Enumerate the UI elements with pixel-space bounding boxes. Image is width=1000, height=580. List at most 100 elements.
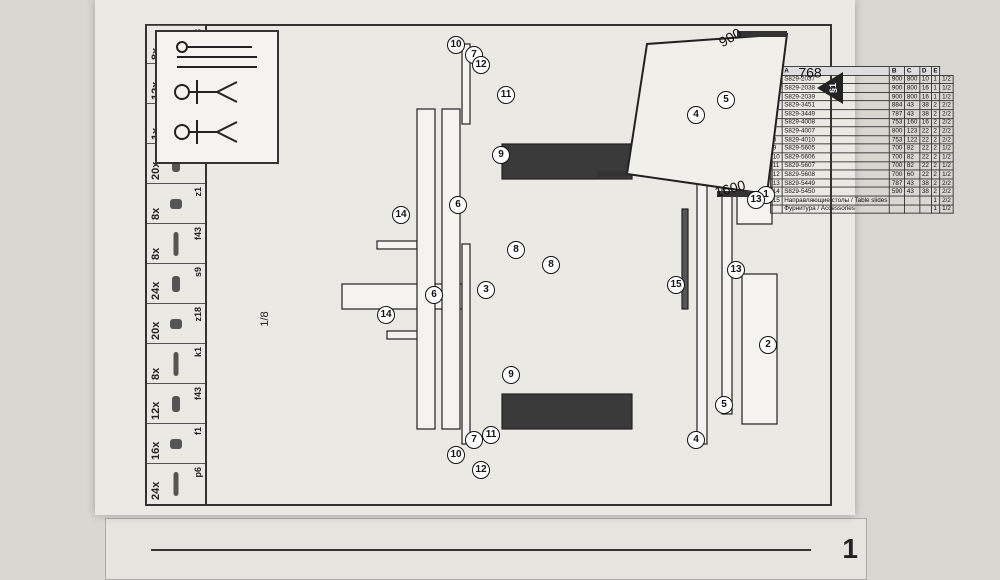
- table-cell: 753: [889, 135, 905, 145]
- table-cell: 2: [931, 109, 940, 119]
- table-cell: 2: [931, 170, 940, 179]
- table-cell: 700: [889, 170, 905, 179]
- table-cell: 1/2: [939, 83, 954, 93]
- table-cell: 1: [931, 92, 940, 101]
- table-cell: 2/2: [939, 109, 954, 119]
- part-callout: 10: [447, 36, 465, 54]
- part-callout: 5: [717, 91, 735, 109]
- table-cell: 122: [904, 135, 920, 145]
- table-cell: 2: [931, 100, 940, 110]
- table-cell: 1: [931, 195, 940, 205]
- part-callout: 3: [477, 281, 495, 299]
- table-cell: [919, 195, 932, 205]
- tools-icon: [174, 41, 257, 144]
- part-callout: 15: [667, 276, 685, 294]
- tools-box: [155, 30, 279, 164]
- table-cell: 43: [904, 100, 920, 110]
- table-cell: 2/2: [939, 126, 954, 136]
- part-callout: 12: [472, 56, 490, 74]
- table-cell: 900: [889, 75, 905, 84]
- table-cell: 2: [931, 118, 940, 127]
- table-cell: 82: [904, 152, 920, 162]
- part-callout: 5: [715, 396, 733, 414]
- table-cell: 38: [919, 178, 932, 188]
- table-cell: 22: [919, 144, 932, 153]
- warning-label: §1: [828, 83, 838, 94]
- part-callout: 12: [472, 461, 490, 479]
- part-callout: 14: [392, 206, 410, 224]
- table-cell: 22: [919, 126, 932, 136]
- part-14-bracket: [376, 240, 418, 250]
- table-cell: 43: [904, 178, 920, 188]
- part-callout: 9: [502, 366, 520, 384]
- table-cell: 2/2: [939, 135, 954, 145]
- part-12-rail: [461, 43, 471, 125]
- table-cell: 16: [919, 83, 932, 93]
- table-cell: [904, 195, 920, 205]
- table-cell: 1/2: [939, 204, 954, 214]
- table-cell: 123: [904, 126, 920, 136]
- table-cell: 800: [904, 75, 920, 84]
- part-6-side-panel: [416, 108, 436, 430]
- part-callout: 8: [507, 241, 525, 259]
- table-cell: 2: [931, 187, 940, 196]
- table-cell: 900: [889, 83, 905, 93]
- part-callout: 8: [542, 256, 560, 274]
- part-12-rail: [461, 243, 471, 445]
- part-callout: 9: [492, 146, 510, 164]
- table-cell: [889, 204, 905, 214]
- table-cell: 2: [931, 144, 940, 153]
- table-cell: 43: [904, 187, 920, 196]
- part-15-slide: [681, 208, 689, 310]
- table-cell: 16: [919, 118, 932, 127]
- table-cell: 590: [889, 187, 905, 196]
- desk-illustration: [597, 31, 789, 197]
- table-cell: [919, 204, 932, 214]
- table-cell: 2: [931, 126, 940, 136]
- table-cell: 82: [904, 144, 920, 153]
- table-cell: 787: [889, 178, 905, 188]
- table-cell: 1/2: [939, 75, 954, 84]
- part-callout: 13: [727, 261, 745, 279]
- part-callout: 6: [425, 286, 443, 304]
- part-callout: 6: [449, 196, 467, 214]
- table-cell: 2/2: [939, 187, 954, 196]
- part-callout: 13: [747, 191, 765, 209]
- table-cell: 2: [931, 161, 940, 171]
- table-cell: 43: [904, 109, 920, 119]
- table-cell: 1: [931, 83, 940, 93]
- table-cell: 800: [904, 92, 920, 101]
- table-header-cell: C: [904, 66, 920, 76]
- table-cell: 1/2: [939, 144, 954, 153]
- table-cell: 1/2: [939, 161, 954, 171]
- table-cell: 22: [919, 161, 932, 171]
- table-cell: 38: [919, 187, 932, 196]
- next-page-number: 1: [842, 533, 858, 564]
- table-header-cell: E: [931, 66, 940, 76]
- table-cell: 700: [889, 144, 905, 153]
- table-cell: 1/2: [939, 92, 954, 101]
- table-cell: [904, 204, 920, 214]
- table-cell: 700: [889, 161, 905, 171]
- table-cell: 2/2: [939, 100, 954, 110]
- part-callout: 10: [447, 446, 465, 464]
- part-callout: 4: [687, 431, 705, 449]
- table-cell: 16: [919, 92, 932, 101]
- table-cell: 2: [931, 135, 940, 145]
- table-cell: 787: [889, 109, 905, 119]
- table-cell: 800: [904, 83, 920, 93]
- table-cell: 1: [931, 204, 940, 214]
- table-cell: 10: [919, 75, 932, 84]
- table-cell: 38: [919, 109, 932, 119]
- table-cell: 700: [889, 152, 905, 162]
- table-cell: 38: [919, 100, 932, 110]
- table-cell: 2/2: [939, 118, 954, 127]
- table-cell: 884: [889, 100, 905, 110]
- part-callout: 11: [497, 86, 515, 104]
- part-callout: 2: [759, 336, 777, 354]
- part-11-dark-beam: [501, 393, 633, 430]
- table-cell: 2: [931, 178, 940, 188]
- next-sheet: 1: [105, 518, 867, 580]
